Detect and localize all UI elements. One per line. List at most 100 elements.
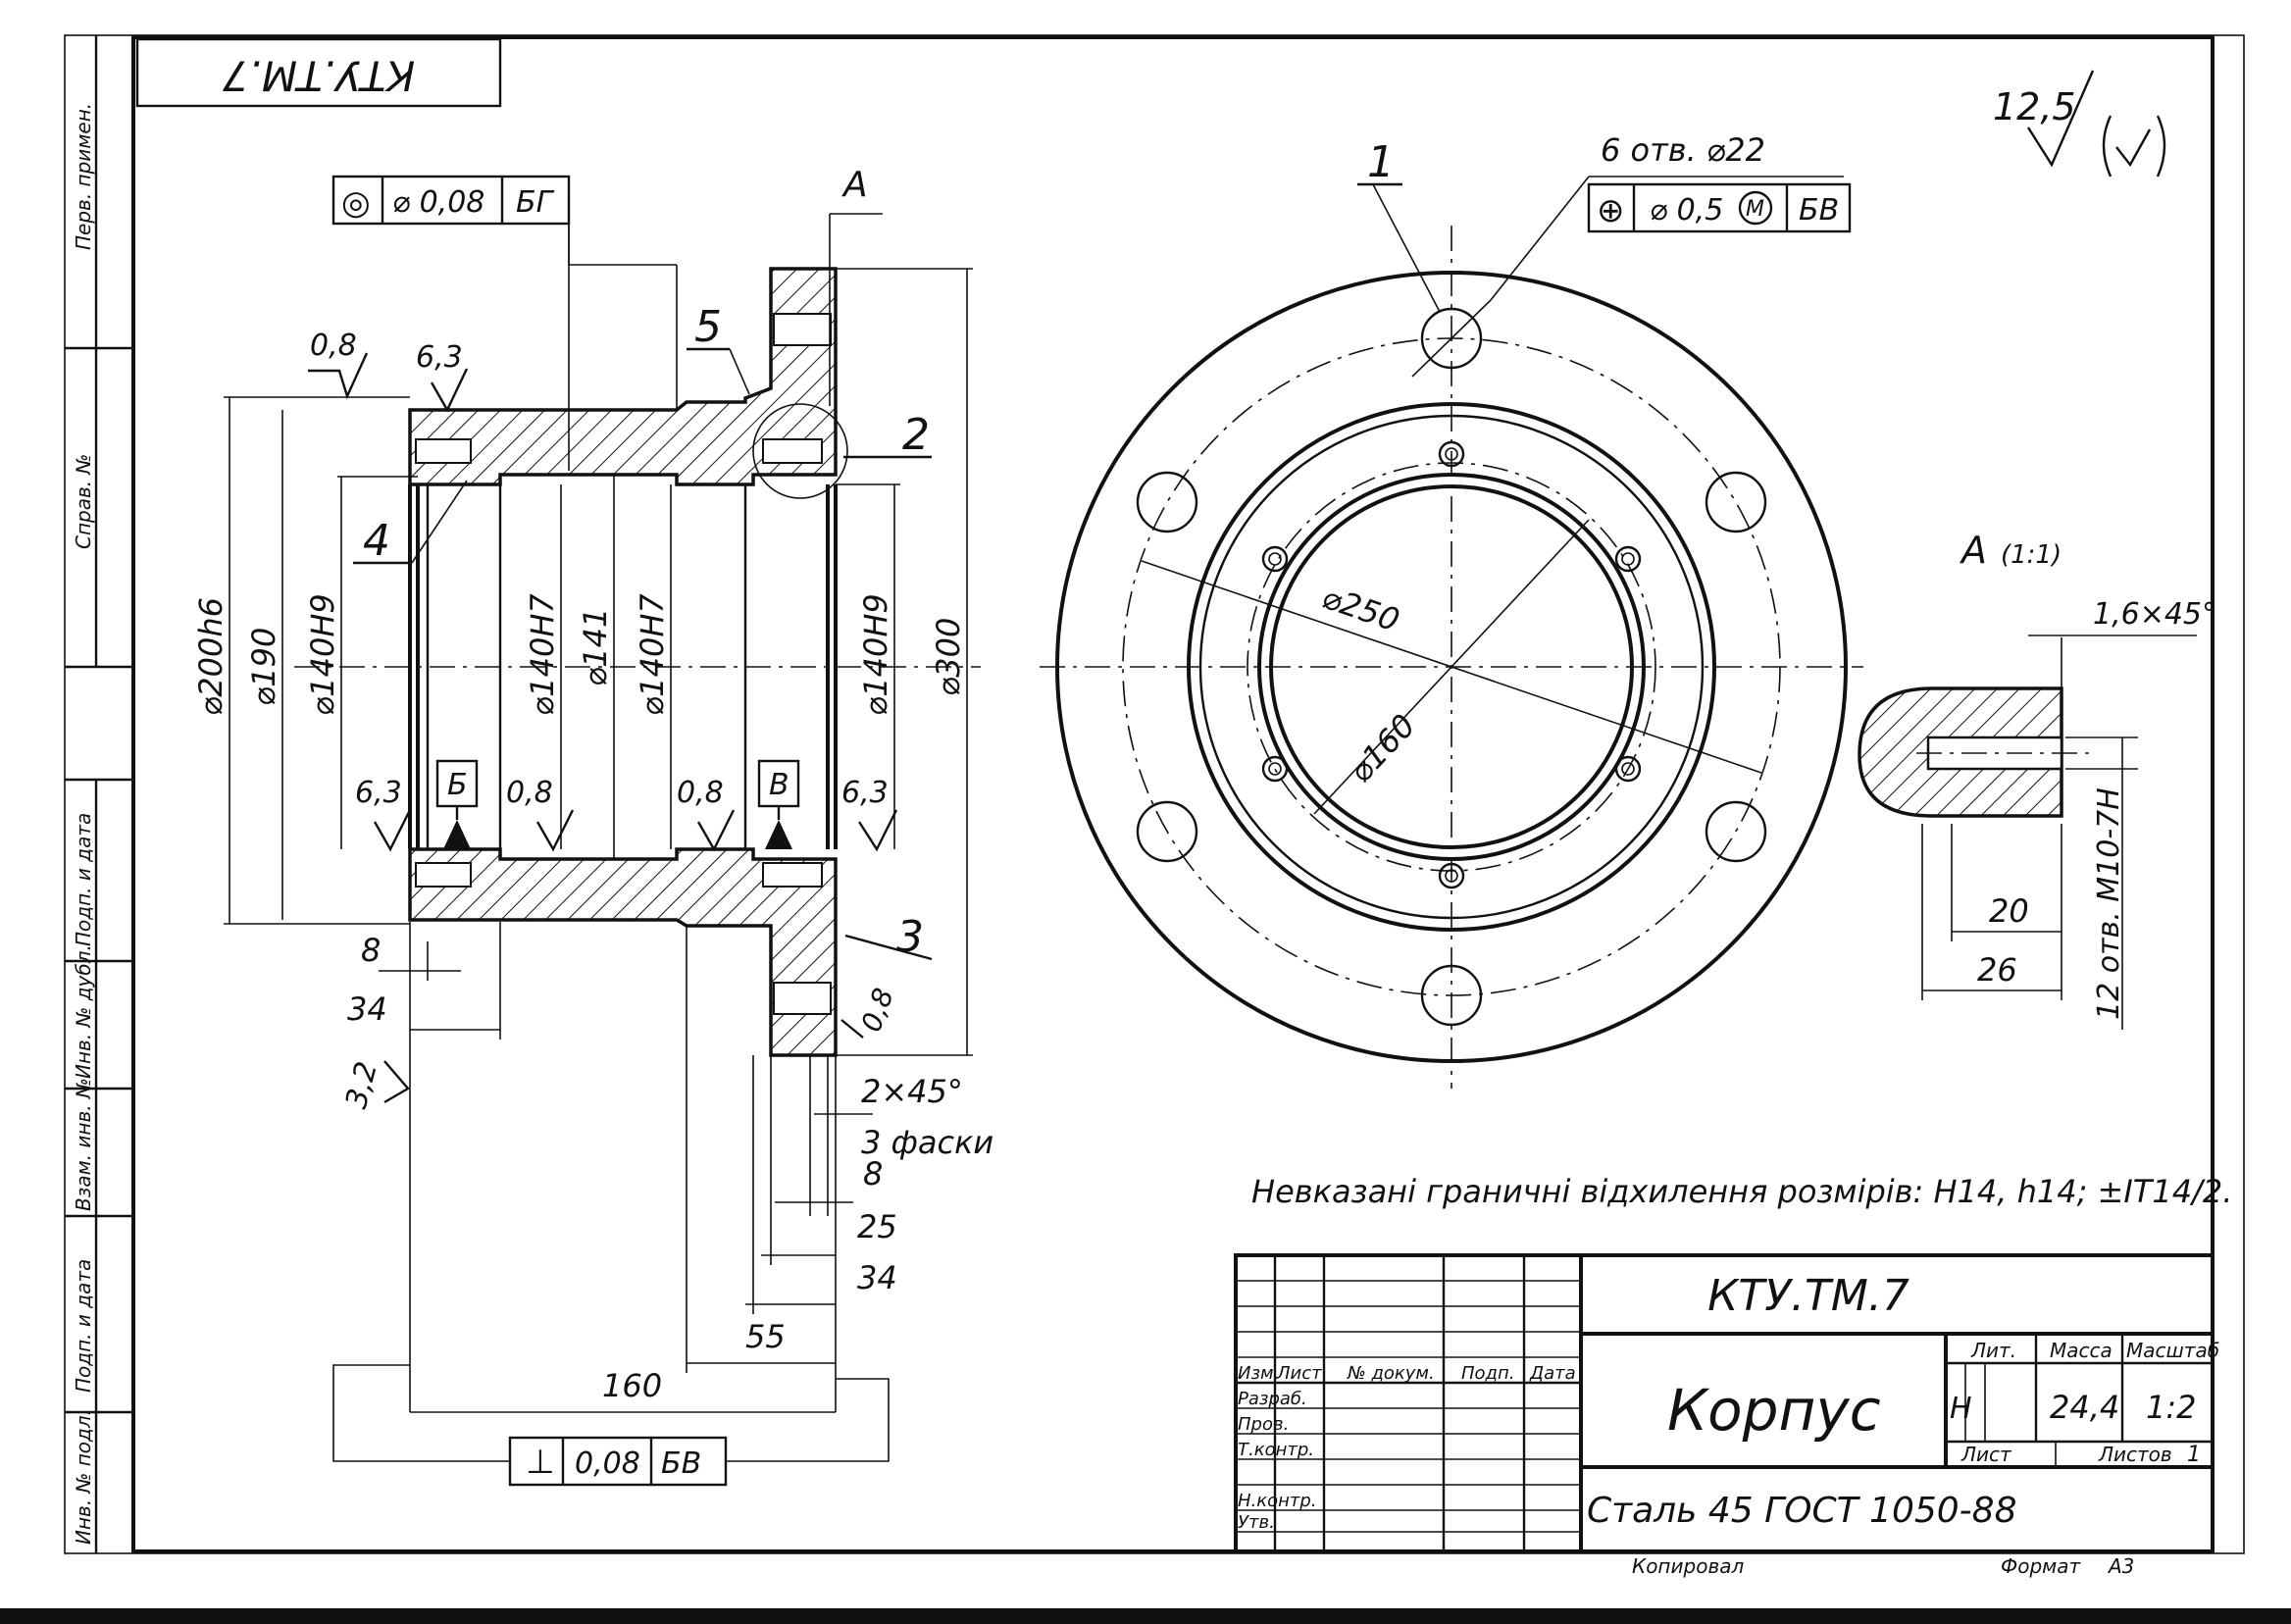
view-label: А — [1959, 529, 1987, 572]
dim-len-8-left: 8 — [361, 932, 381, 969]
tolerance-right-value: ⌀ 0,5 — [1650, 193, 1723, 228]
inner-frame — [131, 35, 2215, 1553]
front-view: ⌀250 ⌀160 — [1040, 176, 1863, 1089]
roughness-bracket-symbol — [2102, 115, 2166, 178]
stamp-code-rotated: КТУ.ТМ.7 — [223, 52, 416, 100]
detail-view: А (1:1) 1,6×45° 20 26 12 отв. М10-7Н — [1858, 529, 2216, 1030]
dim-d140h9-left: ⌀140H9 — [304, 593, 341, 716]
dim-d140h7-1: ⌀140H7 — [524, 593, 561, 716]
tolerance-frame-right: ⊕ ⌀ 0,5 M БВ — [1587, 182, 1852, 233]
scan-edge — [0, 1608, 2291, 1624]
side-label-reference: Справ. № — [72, 454, 95, 549]
dim-len-34-left: 34 — [347, 990, 387, 1028]
rough-3: 6,3 — [355, 776, 402, 810]
detail-d26: 26 — [1977, 951, 2017, 989]
tolerance-bottom-value: 0,08 — [575, 1446, 640, 1481]
side-label-sign-date-2: Подп. и дата — [72, 1259, 95, 1393]
side-label-dup-inv: Инв. № дубл. — [72, 944, 95, 1079]
dim-d250: ⌀250 — [1317, 579, 1403, 639]
dim-d200h6: ⌀200h6 — [192, 597, 229, 716]
rough-4: 0,8 — [506, 776, 553, 810]
tb-mass-value: 24,4 — [2050, 1389, 2119, 1426]
lower-wall — [408, 847, 838, 1057]
chamfer-note: 3 фаски — [861, 1124, 993, 1161]
rough-7: 0,8 — [855, 984, 900, 1036]
dim-len-55: 55 — [745, 1318, 786, 1355]
tb-sheets-label: Листов — [2098, 1443, 2172, 1466]
dim-len-34-right: 34 — [857, 1259, 897, 1296]
rough-8: 3,2 — [339, 1058, 384, 1112]
callout-3: 3 — [896, 912, 924, 962]
view-scale: (1:1) — [2001, 540, 2062, 570]
dim-len-160: 160 — [602, 1367, 662, 1404]
tolerance-bottom-symbol: ⊥ — [526, 1443, 555, 1482]
datum-b: Б — [447, 768, 468, 802]
tb-format-value: А3 — [2107, 1554, 2134, 1578]
tb-scale-label: Масштаб — [2126, 1339, 2219, 1362]
callouts: 5 2 3 4 1 — [353, 137, 1441, 962]
rough-5: 0,8 — [677, 776, 724, 810]
roughness-marks: 0,8 6,3 6,3 0,8 0,8 6,3 0,8 3,2 — [308, 329, 900, 1112]
section-view — [294, 267, 981, 1057]
callout-4: 4 — [363, 516, 390, 566]
dim-len-25: 25 — [857, 1208, 897, 1245]
length-dims: 8 34 2×45° 3 фаски 8 25 34 55 160 — [347, 922, 993, 1413]
dim-d160: ⌀160 — [1342, 707, 1423, 790]
dim-d140h7-2: ⌀140H7 — [634, 593, 671, 716]
tb-sheet-label: Лист — [1960, 1443, 2012, 1466]
detail-d20: 20 — [1989, 892, 2029, 930]
detail-thread: 12 отв. М10-7Н — [2092, 787, 2126, 1020]
tb-name: Корпус — [1667, 1377, 1881, 1444]
tb-date: Дата — [1529, 1363, 1576, 1384]
tolerance-top-symbol: ◎ — [341, 183, 371, 223]
tb-list: Лист — [1276, 1363, 1322, 1384]
tb-mass-label: Масса — [2050, 1339, 2113, 1362]
tb-doc: № докум. — [1347, 1363, 1435, 1384]
tb-tcontrol: Т.контр. — [1238, 1440, 1314, 1460]
tolerance-right-symbol: ⊕ — [1597, 191, 1625, 230]
tb-izm: Изм. — [1238, 1363, 1279, 1384]
tb-lit-value: Н — [1950, 1392, 1972, 1426]
tb-developed: Разраб. — [1238, 1389, 1307, 1409]
diameter-dims: ⌀200h6 ⌀190 ⌀140H9 ⌀140H7 ⌀141 ⌀140H7 ⌀1… — [192, 268, 973, 1056]
callout-5: 5 — [694, 302, 722, 352]
tolerance-right-modifier: M — [1746, 197, 1764, 222]
tb-material: Сталь 45 ГОСТ 1050-88 — [1587, 1491, 2016, 1531]
tolerance-top-datum: БГ — [516, 185, 555, 220]
tb-code: КТУ.ТМ.7 — [1707, 1271, 1909, 1321]
tb-scale-value: 1:2 — [2146, 1389, 2197, 1426]
dim-len-8-right: 8 — [863, 1155, 883, 1193]
upper-wall — [408, 267, 838, 486]
tolerance-frame-top: ◎ ⌀ 0,08 БГ — [331, 175, 678, 471]
side-label-orig-inv: Инв. № подл. — [72, 1409, 95, 1545]
tolerance-top-value: ⌀ 0,08 — [392, 185, 484, 220]
dim-d190: ⌀190 — [245, 628, 282, 706]
tolerance-frame-bottom: ⊥ 0,08 БВ — [332, 1364, 890, 1487]
tolerance-right-datum: БВ — [1799, 193, 1839, 228]
rough-6: 6,3 — [841, 776, 889, 810]
datums: Б В — [435, 759, 800, 849]
datum-v: В — [769, 768, 789, 802]
tb-lit-label: Лит. — [1970, 1339, 2016, 1362]
stamp-code-box — [135, 37, 502, 108]
holes-note: 6 отв. ⌀22 — [1601, 131, 1765, 169]
section-label: А — [841, 165, 868, 205]
tb-checked: Пров. — [1238, 1414, 1289, 1435]
roughness-general-value: 12,5 — [1993, 85, 2076, 128]
tb-format-label: Формат — [2001, 1554, 2081, 1578]
detail-chamfer: 1,6×45° — [2093, 597, 2216, 632]
tb-approved: Утв. — [1238, 1512, 1275, 1533]
tb-ncontrol: Н.контр. — [1238, 1491, 1317, 1511]
callout-2: 2 — [902, 410, 930, 460]
general-note: Невказані граничні відхилення розмірів: … — [1251, 1173, 2232, 1210]
dim-d140h9-right: ⌀140H9 — [857, 593, 894, 716]
tolerance-bottom-datum: БВ — [661, 1446, 701, 1481]
tb-sign: Подп. — [1461, 1363, 1514, 1384]
title-block: Изм. Лист № докум. Подп. Дата Разраб. Пр… — [1234, 1253, 2219, 1578]
tb-copied: Копировал — [1632, 1554, 1744, 1578]
rough-2: 6,3 — [416, 340, 463, 375]
callout-1: 1 — [1367, 137, 1395, 187]
rough-1: 0,8 — [310, 329, 357, 363]
side-label-first-use: Перв. примен. — [72, 103, 95, 250]
dim-d300: ⌀300 — [930, 618, 967, 696]
